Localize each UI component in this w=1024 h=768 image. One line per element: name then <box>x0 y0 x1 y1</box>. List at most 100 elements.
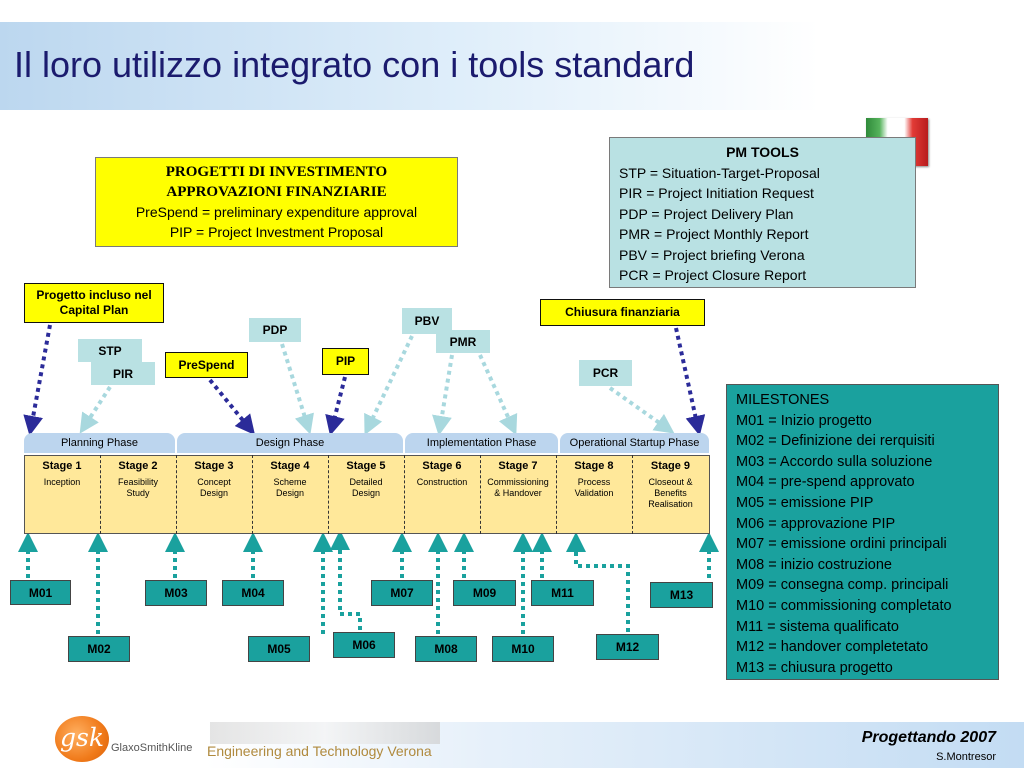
milestone-item: M13 = chiusura progetto <box>736 659 893 676</box>
gsk-logo: gsk <box>55 716 109 762</box>
prespend-label: PreSpend <box>165 352 248 378</box>
title-bar <box>0 22 1024 110</box>
milestone-item: M06 = approvazione PIP <box>736 515 896 532</box>
stage-desc: Closeout & Benefits Realisation <box>648 477 693 509</box>
progetti-line-1: PreSpend = preliminary expenditure appro… <box>135 204 418 220</box>
milestone-m08: M08 <box>415 636 477 662</box>
footer-title: Progettando 2007 <box>861 729 996 746</box>
stage-name: Stage 5 <box>346 460 386 472</box>
milestone-item: M01 = Inizio progetto <box>736 412 872 429</box>
arrow-chiusura <box>674 327 706 436</box>
stage-8: Stage 8 Process Validation <box>556 455 632 534</box>
milestone-m10: M10 <box>492 636 554 662</box>
stage-divider <box>328 455 329 534</box>
stage-2: Stage 2 Feasibility Study <box>100 455 176 534</box>
stage-6: Stage 6 Construction <box>404 455 480 534</box>
milestone-m01: M01 <box>10 580 71 605</box>
pm-tools-heading: PM TOOLS <box>726 144 799 160</box>
pbv-label: PBV <box>402 308 452 334</box>
stage-divider <box>252 455 253 534</box>
arrow-pip <box>325 376 347 436</box>
phase-implementation: Implementation Phase <box>405 433 558 453</box>
milestone-m12: M12 <box>596 634 659 660</box>
stage-desc: Process Validation <box>574 477 614 498</box>
site-name: Engineering and Technology Verona <box>207 743 432 759</box>
stage-divider <box>480 455 481 534</box>
progetti-box: PROGETTI DI INVESTIMENTO APPROVAZIONI FI… <box>95 157 458 247</box>
milestone-item: M05 = emissione PIP <box>736 494 874 511</box>
milestone-m07: M07 <box>371 580 433 606</box>
arrow-pir <box>79 385 112 434</box>
stage-desc: Concept Design <box>197 477 231 498</box>
stage-name: Stage 9 <box>650 460 691 472</box>
chiusura-finanziaria-label: Chiusura finanziaria <box>540 299 705 326</box>
milestone-m02: M02 <box>68 636 130 662</box>
milestone-item: M02 = Definizione dei rerquisiti <box>736 433 935 450</box>
stage-divider <box>556 455 557 534</box>
stage-desc: Construction <box>416 477 468 487</box>
stage-name: Stage 7 <box>498 460 538 472</box>
milestone-m11: M11 <box>531 580 594 606</box>
stage-name: Stage 4 <box>270 460 310 472</box>
phase-design: Design Phase <box>177 433 403 453</box>
milestones-heading: MILESTONES <box>736 392 830 408</box>
pm-tools-item: PMR = Project Monthly Report <box>619 226 809 242</box>
stage-divider <box>632 455 633 534</box>
stage-name: Stage 3 <box>194 460 234 472</box>
pm-tools-item: PIR = Project Initiation Request <box>619 185 814 201</box>
milestone-m06: M06 <box>333 632 395 658</box>
milestone-item: M04 = pre-spend approvato <box>736 474 915 491</box>
stage-5: Stage 5 Detailed Design <box>328 455 404 534</box>
arrow-capital-plan <box>23 324 52 436</box>
stages-box <box>24 455 710 534</box>
pm-tools-box: PM TOOLS STP = Situation-Target-Proposal… <box>609 137 916 288</box>
stage-name: Stage 1 <box>42 460 82 472</box>
pir-label: PIR <box>91 362 155 385</box>
stp-label: STP <box>78 339 142 362</box>
engineering-banner-image <box>210 722 440 744</box>
milestone-m04: M04 <box>222 580 284 606</box>
milestone-m05: M05 <box>248 636 310 662</box>
pm-tools-item: PDP = Project Delivery Plan <box>619 205 794 222</box>
milestone-item: M03 = Accordo sulla soluzione <box>736 453 933 470</box>
company-name: GlaxoSmithKline <box>111 742 193 754</box>
stage-divider <box>100 455 101 534</box>
milestone-item: M08 = inizio costruzione <box>736 556 892 573</box>
pm-tools-item: PBV = Project briefing Verona <box>619 246 805 263</box>
pcr-label: PCR <box>579 360 632 386</box>
stage-desc: Feasibility Study <box>117 477 158 498</box>
page-title: Il loro utilizzo integrato con i tools s… <box>14 44 695 85</box>
stage-name: Stage 6 <box>422 460 462 472</box>
progetti-heading-1: PROGETTI DI INVESTIMENTO <box>165 164 388 180</box>
milestone-item: M09 = consegna comp. principali <box>736 577 949 594</box>
arrow-m12 <box>566 532 630 632</box>
milestone-item: M10 = commissioning completato <box>736 597 952 614</box>
arrow-pdp <box>280 343 314 435</box>
phase-operational-startup: Operational Startup Phase <box>560 433 709 453</box>
stage-desc: Commissioning & Handover <box>487 477 549 498</box>
milestone-m09: M09 <box>453 580 516 606</box>
capital-plan-label: Progetto incluso nel Capital Plan <box>24 283 164 323</box>
footer-author: S.Montresor <box>936 751 996 763</box>
pm-tools-item: STP = Situation-Target-Proposal <box>619 164 820 181</box>
milestone-item: M12 = handover completetato <box>736 639 929 656</box>
arrow-prespend <box>208 378 256 436</box>
milestones-box: MILESTONES M01 = Inizio progetto M02 = D… <box>726 384 999 680</box>
stage-9: Stage 9 Closeout & Benefits Realisation <box>632 455 709 534</box>
arrow-pcr <box>608 386 675 434</box>
arrow-pbv <box>364 335 414 436</box>
milestone-item: M07 = emissione ordini principali <box>736 536 947 553</box>
pip-label: PIP <box>322 348 369 375</box>
pdp-label: PDP <box>249 318 301 342</box>
arrow-pmr-1 <box>432 354 454 436</box>
arrow-pmr-2 <box>478 354 518 436</box>
pmr-label: PMR <box>436 330 490 353</box>
stage-3: Stage 3 Concept Design <box>176 455 252 534</box>
milestone-item: M11 = sistema qualificato <box>736 618 899 635</box>
arrow-m06 <box>330 530 362 630</box>
stage-desc: Inception <box>43 477 81 487</box>
stage-1: Stage 1 Inception <box>24 455 100 534</box>
milestone-m13: M13 <box>650 582 713 608</box>
stage-divider <box>404 455 405 534</box>
